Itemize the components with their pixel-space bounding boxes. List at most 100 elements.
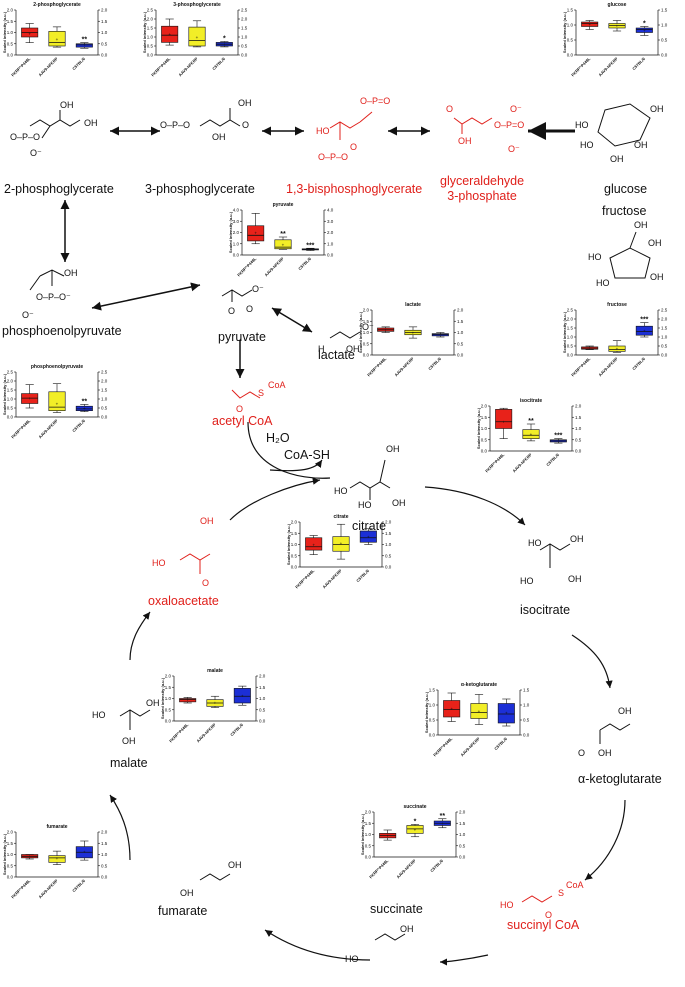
y-tick-label-left: 1.0 (7, 852, 14, 857)
y-tick-label-left: 1.5 (7, 19, 14, 24)
mean-marker: + (186, 697, 189, 702)
y-tick-label-right: 0.0 (385, 565, 392, 570)
y-tick-label-right: 1.5 (241, 26, 248, 31)
box-iqr (359, 530, 377, 543)
box-1: +FKRP^P448L (366, 326, 395, 378)
label-h2o: H₂O (266, 431, 290, 445)
y-axis-label: Scaled Intensity (a.u.) (562, 11, 567, 53)
svg-text:OH: OH (650, 272, 664, 282)
box-3: +**C57BL/6 (71, 398, 93, 433)
structure-succinate (374, 933, 406, 941)
y-tick-label-right: 0.0 (327, 253, 334, 258)
svg-text:OH: OH (238, 98, 252, 108)
mean-marker: + (386, 833, 389, 838)
y-tick-label-right: 0.0 (457, 353, 464, 358)
y-tick-label-right: 0.5 (661, 38, 668, 43)
y-axis-label: Scaled Intensity (a.u.) (360, 813, 365, 855)
mean-marker: + (450, 706, 453, 711)
y-tick-label-left: 1.5 (567, 8, 574, 13)
svg-text:CoA: CoA (268, 380, 286, 390)
structure-pyruvate (221, 289, 253, 302)
box-iqr (470, 703, 488, 719)
y-tick-label-left: 0.5 (429, 718, 436, 723)
mean-marker: + (254, 230, 257, 235)
chart-title: succinate (403, 804, 426, 810)
y-tick-label-right: 2.5 (241, 8, 248, 13)
y-tick-label-right: 1.0 (101, 30, 108, 35)
svg-text:OH: OH (570, 534, 584, 544)
y-tick-label-right: 2.0 (101, 830, 108, 835)
box-1: +FKRP^P448L (484, 407, 513, 473)
svg-text:O: O (545, 910, 552, 920)
box-3: +***C57BL/6 (631, 317, 653, 371)
y-tick-label-right: 2.0 (327, 230, 334, 235)
label-succinate: succinate (370, 902, 423, 916)
chart-title: 2-phosphoglycerate (33, 2, 81, 8)
svg-text:O–P–O: O–P–O (160, 120, 190, 130)
box-iqr (581, 21, 599, 27)
svg-text:HO: HO (588, 252, 602, 262)
box-1: +FKRP^P448L (294, 535, 323, 589)
x-tick-label: AAV9-hFKRP (393, 356, 414, 377)
svg-text:OH: OH (64, 268, 78, 278)
chart-title: isocitrate (520, 398, 542, 404)
y-tick-label-right: 0.5 (101, 863, 108, 868)
significance-label: ** (528, 418, 534, 425)
y-tick-label-right: 1.0 (327, 241, 334, 246)
chart-title: citrate (333, 514, 348, 520)
svg-text:S: S (558, 888, 564, 898)
box-3: +C57BL/6 (355, 528, 377, 583)
y-tick-label-right: 1.0 (259, 696, 266, 701)
y-tick-label-left: 0.5 (7, 406, 14, 411)
x-tick-label: FKRP^P448L (10, 878, 32, 900)
label-1-3-bisphosphoglycerate: 1,3-bisphosphoglycerate (286, 182, 423, 196)
label-isocitrate: isocitrate (520, 603, 571, 617)
mean-marker: + (439, 332, 442, 337)
y-tick-label-left: 2.0 (363, 308, 370, 313)
arrow-malate-oaa (129, 611, 151, 661)
y-tick-label-right: 0.5 (575, 437, 582, 442)
y-tick-label-right: 1.0 (457, 330, 464, 335)
svg-text:OH: OH (400, 924, 414, 934)
x-tick-label: AAV9-hFKRP (597, 56, 618, 77)
box-iqr (443, 700, 461, 718)
mean-marker: + (28, 396, 31, 401)
y-tick-label-right: 1.5 (259, 685, 266, 690)
y-tick-label-left: 0.0 (147, 53, 154, 58)
mean-marker: + (214, 700, 217, 705)
y-tick-label-left: 1.5 (481, 415, 488, 420)
mean-marker: + (441, 821, 444, 826)
structure-bpg (329, 111, 373, 140)
y-axis-label: Scaled Intensity (a.u.) (2, 373, 7, 415)
y-tick-label-left: 1.5 (365, 821, 372, 826)
y-axis-label: Scaled Intensity (a.u.) (142, 11, 147, 53)
box-1: +FKRP^P448L (570, 20, 599, 77)
box-2: +**AAV9-hFKRP (511, 418, 540, 473)
box-iqr (635, 27, 653, 33)
mean-marker: + (530, 432, 533, 437)
svg-text:OH: OH (650, 104, 664, 114)
mean-marker: + (412, 330, 415, 335)
mean-marker: + (83, 43, 86, 48)
structure-2pg (29, 110, 81, 139)
structure-isocitrate (539, 543, 571, 568)
chart-title: phosphoenolpyruvate (31, 364, 83, 370)
x-tick-label: C57BL/6 (631, 56, 646, 71)
x-tick-label: FKRP^P448L (366, 356, 388, 378)
svg-text:OH: OH (610, 154, 624, 164)
y-tick-label-left: 0.5 (363, 341, 370, 346)
svg-text:OH: OH (180, 888, 194, 898)
box-iqr (48, 855, 66, 863)
box-iqr (274, 239, 292, 250)
x-tick-label: C57BL/6 (545, 452, 560, 467)
svg-text:OH: OH (346, 344, 360, 354)
y-tick-label-right: 1.5 (101, 388, 108, 393)
svg-text:O⁻: O⁻ (508, 144, 520, 154)
y-tick-label-right: 0.5 (661, 344, 668, 349)
